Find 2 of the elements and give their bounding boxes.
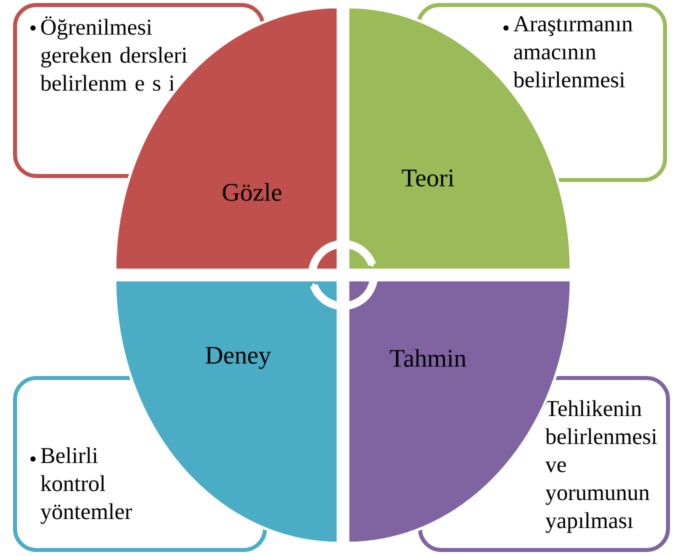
cycle-arrow [308,240,376,271]
cycle-arrow [310,279,378,310]
